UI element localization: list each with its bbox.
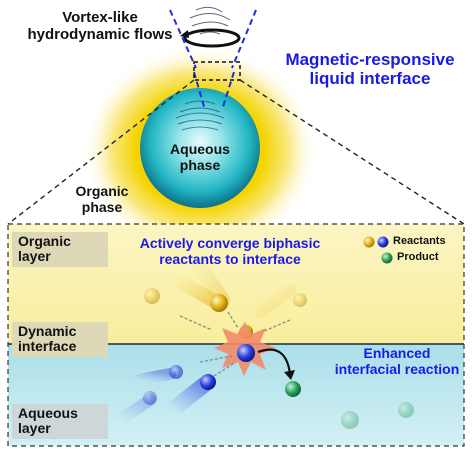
vortex-arrowhead (180, 30, 189, 38)
reaction-arrow (257, 348, 292, 375)
legend-reactants-label: Reactants (393, 235, 446, 247)
yellow-reactant-trails (165, 254, 296, 318)
organic-layer-tag: Organic layer (12, 232, 108, 267)
legend-reactant-ball (363, 236, 375, 248)
interface-title: Magnetic-responsive liquid interface (285, 50, 455, 89)
enhanced-label: Enhanced interfacial reaction (334, 345, 460, 377)
blue-reactant-trails (114, 368, 212, 426)
converge-label: Actively converge biphasic reactants to … (139, 235, 321, 267)
legend-reactant-ball-2 (377, 236, 389, 248)
converge-arrows-aqueous (199, 355, 237, 377)
legend-product-ball (381, 252, 393, 264)
legend-product-label: Product (397, 251, 439, 263)
yellow-reactant-1 (210, 294, 228, 312)
interface-reactant (237, 344, 255, 362)
blue-reactant-2 (169, 365, 183, 379)
organic-phase-label: Organic phase (75, 183, 129, 215)
vortex-label: Vortex-like hydrodynamic flows (27, 9, 173, 43)
droplet-swirl (175, 100, 225, 131)
vortex-swirl (189, 6, 231, 35)
blue-reactant-3 (143, 391, 157, 405)
yellow-reactant-2 (144, 288, 160, 304)
zoom-lines (7, 79, 465, 225)
dynamic-interface-tag: Dynamic interface (12, 322, 108, 357)
aqueous-layer-tag: Aqueous layer (12, 404, 108, 439)
aqueous-phase-label: Aqueous phase (170, 141, 230, 173)
product-faded-1 (341, 411, 359, 429)
aqueous-droplet (140, 88, 260, 208)
product-faded-2 (398, 402, 414, 418)
reaction-arrowhead (284, 370, 295, 380)
zoom-panel-border (7, 223, 465, 447)
flow-lines (169, 9, 257, 111)
converge-arrows-organic (179, 311, 291, 333)
interface-zoom-box (193, 61, 241, 81)
blue-reactant-1 (200, 374, 216, 390)
product-particle (285, 381, 301, 397)
yellow-reactant-3 (293, 293, 307, 307)
vortex-rotation-arrow (183, 28, 241, 48)
